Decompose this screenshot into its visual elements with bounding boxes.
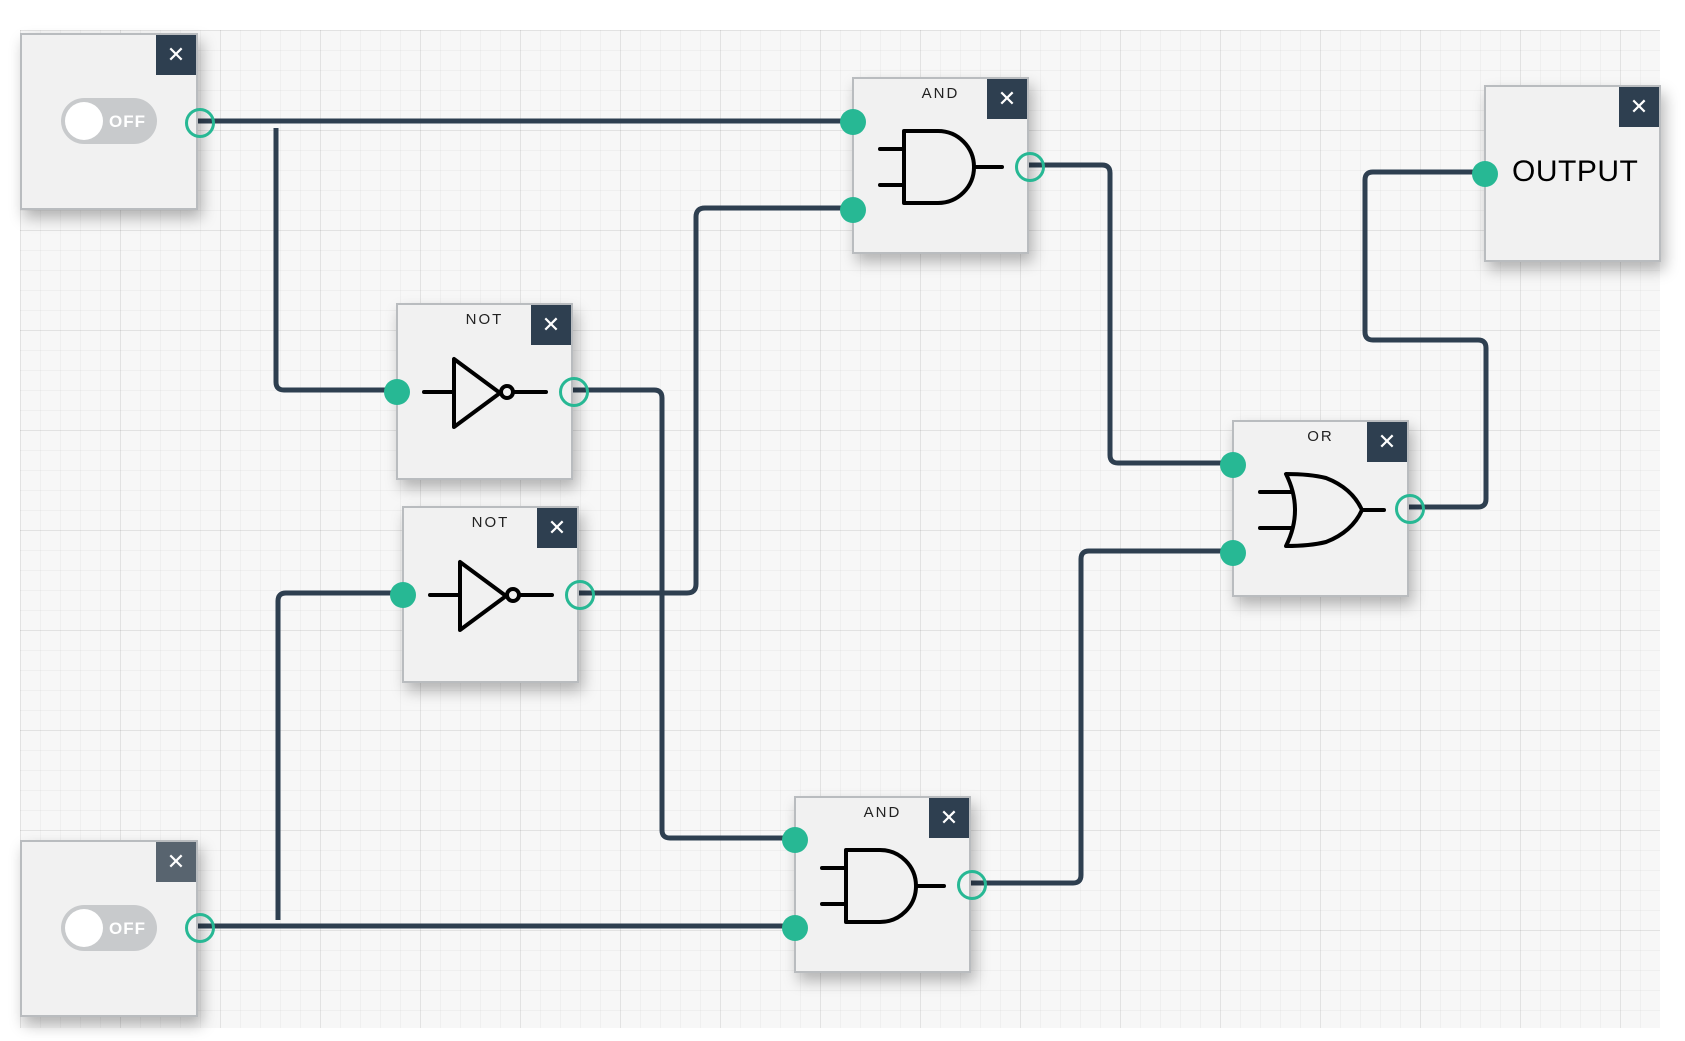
gate-and-1[interactable]: AND ✕ <box>840 77 1045 254</box>
gate-label: NOT <box>465 311 504 328</box>
toggle-state-label: OFF <box>109 112 146 131</box>
output-node[interactable]: ✕ OUTPUT <box>1472 85 1661 262</box>
output-port[interactable] <box>185 108 215 138</box>
input-port[interactable] <box>384 379 410 405</box>
toggle-knob[interactable] <box>65 909 103 947</box>
input-port-b[interactable] <box>1220 540 1246 566</box>
close-icon[interactable]: ✕ <box>531 305 571 345</box>
close-icon[interactable]: ✕ <box>929 798 969 838</box>
input-port-a[interactable] <box>840 109 866 135</box>
close-icon[interactable]: ✕ <box>156 35 196 75</box>
output-port[interactable] <box>565 580 595 610</box>
not-gate-icon <box>428 560 554 632</box>
gate-label: OR <box>1307 428 1334 445</box>
gate-label: NOT <box>471 514 510 531</box>
input-port-a[interactable] <box>782 827 808 853</box>
input-port[interactable] <box>1472 161 1498 187</box>
output-port[interactable] <box>1395 494 1425 524</box>
gate-and-2[interactable]: AND ✕ <box>782 796 987 973</box>
not-gate-icon <box>422 357 548 429</box>
output-port[interactable] <box>1015 152 1045 182</box>
input-port-b[interactable] <box>840 197 866 223</box>
gate-not-2[interactable]: NOT ✕ <box>390 506 595 683</box>
input-port[interactable] <box>390 582 416 608</box>
close-icon[interactable]: ✕ <box>156 842 196 882</box>
toggle-switch[interactable]: OFF <box>61 905 157 951</box>
gate-or[interactable]: OR ✕ <box>1220 420 1425 597</box>
gate-not-1[interactable]: NOT ✕ <box>384 303 589 480</box>
and-gate-icon <box>878 129 1004 205</box>
close-icon[interactable]: ✕ <box>987 79 1027 119</box>
output-port[interactable] <box>559 377 589 407</box>
close-icon[interactable]: ✕ <box>1619 87 1659 127</box>
and-gate-icon <box>820 848 946 924</box>
toggle-switch[interactable]: OFF <box>61 98 157 144</box>
input-switch-2[interactable]: ✕ OFF <box>20 840 215 1017</box>
output-port[interactable] <box>185 913 215 943</box>
close-icon[interactable]: ✕ <box>537 508 577 548</box>
output-label: OUTPUT <box>1512 155 1639 188</box>
toggle-knob[interactable] <box>65 102 103 140</box>
or-gate-icon <box>1258 472 1386 548</box>
input-switch-1[interactable]: ✕ OFF <box>20 33 215 210</box>
toggle-state-label: OFF <box>109 919 146 938</box>
output-port[interactable] <box>957 870 987 900</box>
input-port-a[interactable] <box>1220 452 1246 478</box>
close-icon[interactable]: ✕ <box>1367 422 1407 462</box>
gate-label: AND <box>921 85 960 102</box>
gate-label: AND <box>863 804 902 821</box>
input-port-b[interactable] <box>782 915 808 941</box>
